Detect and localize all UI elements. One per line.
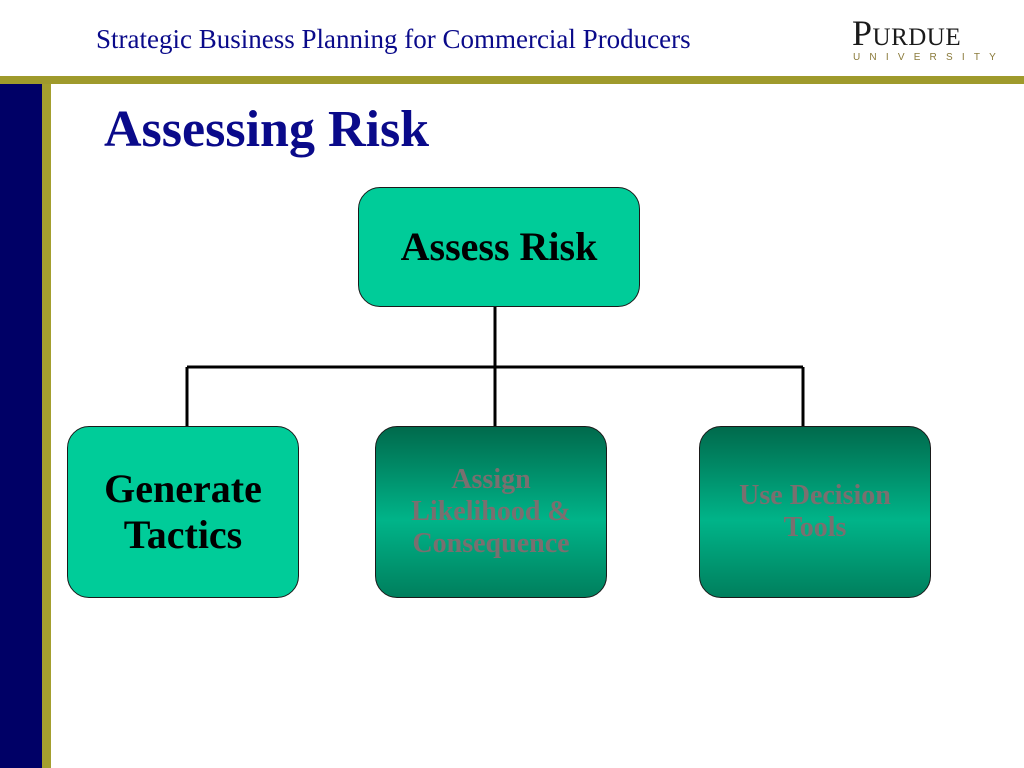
sidebar-gold-band (42, 84, 51, 768)
node-assess-risk-label: Assess Risk (400, 224, 598, 269)
header-title: Strategic Business Planning for Commerci… (96, 24, 691, 54)
node-use-decision-tools-label: Use Decision Tools (739, 479, 891, 543)
node-use-decision-tools: Use Decision Tools (699, 426, 931, 598)
node-generate-tactics-label: Generate Tactics (104, 466, 262, 557)
header-rule (0, 76, 1024, 84)
node-generate-tactics: Generate Tactics (67, 426, 299, 598)
sidebar-navy-band (0, 84, 42, 768)
logo-wordmark: Purdue (852, 13, 962, 53)
node-assign-likelihood: Assign Likelihood & Consequence (375, 426, 607, 598)
node-assign-likelihood-label: Assign Likelihood & Consequence (411, 463, 571, 560)
node-assess-risk: Assess Risk (358, 187, 640, 307)
page-title: Assessing Risk (104, 101, 430, 158)
logo-subtitle: UNIVERSITY (853, 52, 1006, 63)
purdue-university-logo: Purdue UNIVERSITY (850, 12, 1000, 68)
